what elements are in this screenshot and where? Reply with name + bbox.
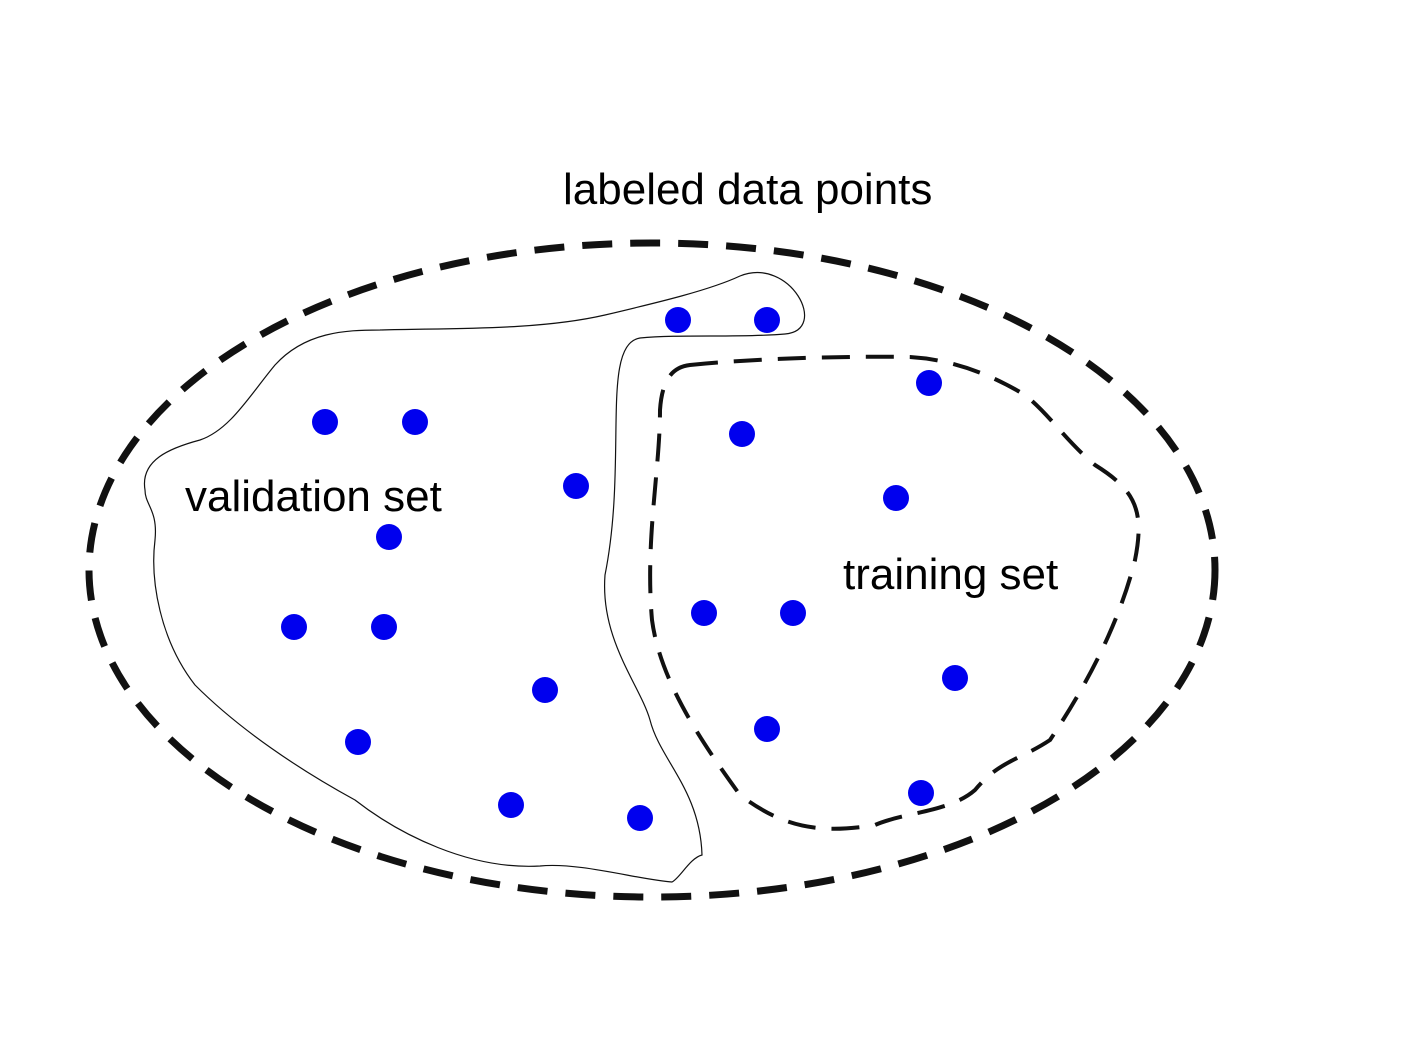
validation-points [281,307,780,831]
data-point [376,524,402,550]
training-set-label: training set [843,550,1058,599]
data-point [345,729,371,755]
data-point [402,409,428,435]
data-point [371,614,397,640]
data-point [916,370,942,396]
data-point [754,716,780,742]
data-point [729,421,755,447]
validation-set-boundary [143,272,806,883]
labeled-data-boundary [85,239,1219,901]
data-point [691,600,717,626]
data-point [754,307,780,333]
data-point [780,600,806,626]
data-point [563,473,589,499]
training-set-boundary [648,354,1141,831]
data-point [665,307,691,333]
data-point [281,614,307,640]
data-point [627,805,653,831]
data-point [908,780,934,806]
data-point [312,409,338,435]
data-point [532,677,558,703]
diagram-title: labeled data points [563,165,932,214]
validation-set-label: validation set [185,472,442,521]
training-points [691,370,968,806]
data-point [942,665,968,691]
data-point [883,485,909,511]
data-point [498,792,524,818]
